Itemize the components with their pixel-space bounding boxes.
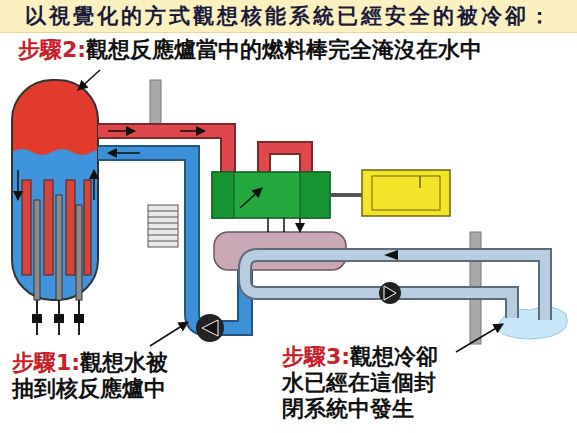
cooling-loop <box>245 255 545 320</box>
cooling-loop <box>384 250 398 260</box>
step-number: 步驟2: <box>18 37 86 62</box>
heat-exchanger <box>148 205 178 247</box>
control-rod-drive <box>37 300 79 335</box>
fuel-rods <box>76 205 82 300</box>
cooling-loop <box>245 255 545 320</box>
control-rod-drive <box>32 300 84 335</box>
turbine <box>212 172 234 218</box>
steam-pipe <box>264 148 306 174</box>
fuel-rods <box>44 180 53 275</box>
title-banner: 以視覺化的方式觀想核能系統已經安全的被冷卻： <box>0 0 577 33</box>
flow-arrow <box>18 170 94 200</box>
fuel-rods <box>84 180 91 275</box>
title: 以視覺化的方式觀想核能系統已經安全的被冷卻： <box>25 2 553 30</box>
step-number: 步驟1: <box>12 350 80 375</box>
reactor-vessel <box>12 80 98 160</box>
control-rod-drive <box>74 314 84 323</box>
wall <box>150 80 161 124</box>
turbine <box>240 188 262 208</box>
leader-arrow <box>150 322 188 346</box>
leader-arrow <box>456 324 503 352</box>
leader-arrow <box>78 70 503 352</box>
steam-pipe <box>98 131 306 174</box>
fuel-rods <box>22 180 91 300</box>
pump <box>202 320 218 336</box>
control-rod-drive <box>32 314 42 323</box>
step-callout: 步驟3:觀想冷卻水已經在這個封閉系統中發生 <box>282 344 448 422</box>
heat-exchanger <box>148 211 178 241</box>
step-callout: 步驟2:觀想反應爐當中的燃料棒完全淹沒在水中 <box>18 37 482 63</box>
leader-arrow <box>78 70 100 90</box>
reactor-vessel <box>12 80 98 300</box>
reactor-vessel <box>12 149 98 300</box>
reactor-vessel <box>12 80 112 300</box>
control-rod-drive <box>54 314 64 323</box>
turbine <box>268 218 300 232</box>
generator <box>372 176 440 210</box>
cooling-loop <box>245 250 545 320</box>
generator <box>419 176 421 188</box>
steam-pipe <box>180 130 205 132</box>
turbine <box>300 172 330 218</box>
step-number: 步驟3: <box>282 344 350 369</box>
steam-pipe <box>108 130 135 132</box>
flow-arrow <box>17 170 19 200</box>
step-callout: 步驟1:觀想水被抽到核反應爐中 <box>12 350 178 402</box>
fuel-rods <box>66 180 75 275</box>
generator <box>330 193 362 197</box>
reactor-vessel <box>12 80 98 300</box>
heat-exchanger <box>148 205 178 247</box>
turbine <box>212 172 330 218</box>
pump <box>196 314 224 342</box>
step-text: 觀想反應爐當中的燃料棒完全淹沒在水中 <box>86 37 482 62</box>
feedwater-pipe <box>108 152 140 154</box>
fuel-rods <box>56 195 62 300</box>
pump <box>196 314 224 342</box>
cooling-loop <box>384 286 396 300</box>
steam-pipe <box>264 148 306 174</box>
turbine <box>212 172 330 232</box>
flow-arrow <box>93 170 95 200</box>
fuel-rods <box>34 200 40 300</box>
cooling-loop <box>379 282 401 304</box>
fuel-rods <box>22 180 31 275</box>
generator <box>330 170 450 216</box>
generator <box>362 170 450 216</box>
